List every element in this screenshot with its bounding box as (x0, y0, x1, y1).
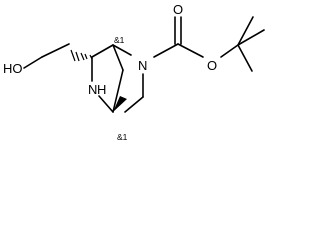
bond-ho-ch2 (23, 56, 43, 69)
bonds (23, 16, 265, 113)
amine-h-label: H (97, 82, 106, 97)
stereo-label-bottom: &1 (117, 132, 128, 142)
carbonyl-o-label: O (173, 2, 183, 17)
bond-c1-c7 (112, 44, 124, 71)
bond-c3-c1 (91, 44, 114, 58)
amine-n-label: N (88, 82, 97, 97)
bond-tbu-me2 (237, 29, 265, 46)
bond-ch2-c4 (124, 96, 144, 113)
bond-c1-n2 (112, 44, 132, 56)
hydroxyl-label: HO (3, 61, 23, 76)
bond-tbu-me1 (237, 16, 254, 46)
bond-n2-carbonyl (153, 43, 179, 58)
ester-o-label: O (207, 58, 217, 73)
bold-wedge-bond (113, 96, 127, 112)
bond-nh-c4 (98, 95, 114, 113)
hashed-wedge-bond (70, 49, 93, 62)
bond-ch2-c3 (41, 43, 70, 58)
bond-oester-tbu (220, 44, 239, 58)
molecule-structure: HO N H N O O &1 &1 (3, 2, 265, 142)
bond-c7-c4 (112, 69, 124, 113)
bond-carbonyl-oester (177, 43, 204, 58)
stereo-label-top: &1 (114, 35, 125, 45)
bond-tbu-me3 (237, 44, 253, 72)
ring-n-label: N (138, 58, 147, 73)
